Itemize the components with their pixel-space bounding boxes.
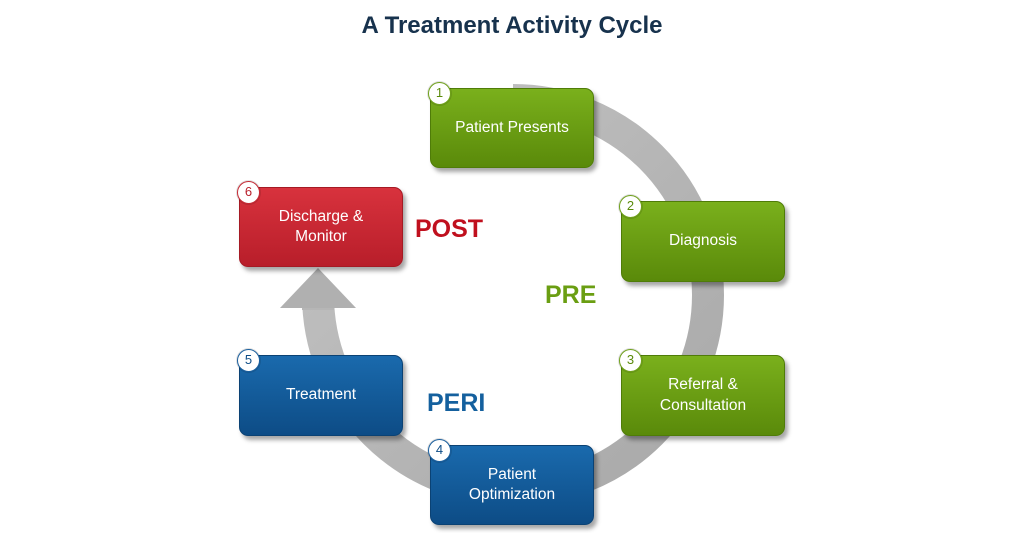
step-label: Diagnosis <box>668 232 738 250</box>
step-diagnosis: 2 Diagnosis <box>619 195 785 282</box>
step-number-badge: 3 <box>619 349 642 372</box>
arrow-head <box>280 268 356 308</box>
step-label: Discharge & Monitor <box>278 207 364 245</box>
step-number-badge: 6 <box>237 181 260 204</box>
step-label: Patient Optimization <box>468 465 556 503</box>
diagram-title: A Treatment Activity Cycle <box>361 12 663 39</box>
step-treatment: 5 Treatment <box>237 349 403 436</box>
step-number-badge: 2 <box>619 195 642 218</box>
step-discharge-monitor: 6 Discharge & Monitor <box>237 181 403 267</box>
step-patient-presents: 1 Patient Presents <box>428 82 594 168</box>
step-label: Treatment <box>285 386 357 404</box>
step-number-badge: 1 <box>428 82 451 105</box>
phase-label-pre: PRE <box>545 281 597 309</box>
phase-label-peri: PERI <box>427 389 486 417</box>
step-number-badge: 4 <box>428 439 451 462</box>
phase-label-post: POST <box>415 215 484 243</box>
step-referral-consultation: 3 Referral & Consultation <box>619 349 785 436</box>
step-label: Referral & Consultation <box>659 376 747 414</box>
step-patient-optimization: 4 Patient Optimization <box>428 439 594 525</box>
step-number-badge: 5 <box>237 349 260 372</box>
step-label: Patient Presents <box>455 118 569 136</box>
